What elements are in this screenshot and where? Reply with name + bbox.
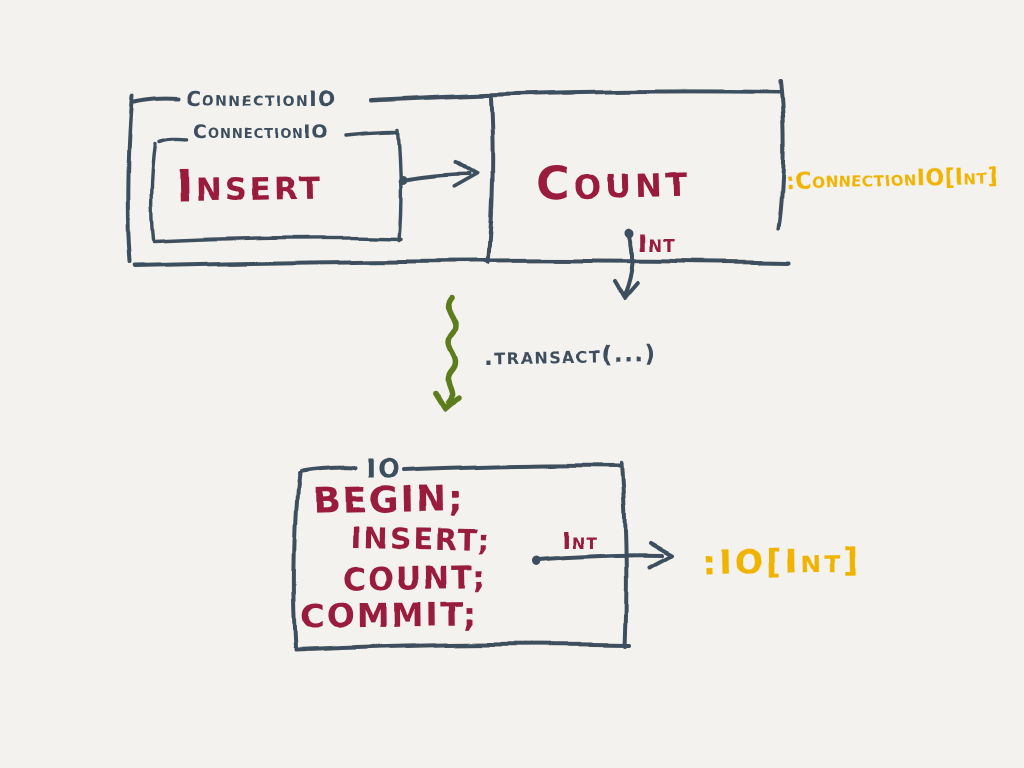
- count-text: Count: [535, 153, 692, 211]
- top-outer-box-bottom-edge: [133, 258, 791, 268]
- diagram-labels: ConnectionIO ConnectionIO Insert Count I…: [176, 87, 999, 636]
- io-int-arrow-head: [648, 542, 674, 570]
- int-label-bottom: Int: [562, 529, 598, 555]
- top-outer-box-left-edge: [125, 94, 134, 264]
- transact-squiggle-head: [433, 390, 462, 412]
- statement-commit: COMMIT;: [300, 595, 478, 636]
- insert-to-count-arrow: [398, 159, 480, 189]
- bottom-io-box-right-edge: [620, 461, 629, 648]
- io-box-label: IO: [366, 454, 402, 484]
- transact-squiggle-line: [445, 295, 459, 405]
- statement-begin: BEGIN;: [313, 479, 465, 523]
- top-outer-box: [125, 78, 791, 268]
- int-down-arrow-start-dot: [624, 228, 634, 238]
- transact-squiggle-arrow: [433, 295, 462, 412]
- insert-to-count-arrow-line: [403, 172, 472, 182]
- top-outer-box-right-edge: [776, 78, 786, 230]
- insert-to-count-arrow-head: [453, 159, 480, 189]
- int-label-top: Int: [638, 230, 676, 258]
- top-outer-box-top-left-segment: [132, 96, 180, 104]
- bottom-io-box-left-edge: [291, 472, 301, 649]
- io-int-type-annotation: :IO[Int]: [702, 541, 862, 584]
- int-down-arrow-head: [612, 279, 639, 300]
- statement-insert: INSERT;: [351, 521, 492, 557]
- int-down-arrow: [612, 228, 639, 300]
- top-outer-box-divider: [486, 96, 495, 265]
- top-inner-box-bottom-edge: [152, 236, 403, 244]
- insert-text: Insert: [176, 159, 324, 213]
- top-inner-box-top-right-segment: [344, 131, 399, 138]
- top-inner-box: [149, 129, 403, 244]
- io-int-arrow: [532, 542, 674, 570]
- top-outer-box-label: ConnectionIO: [186, 87, 337, 111]
- ink-strokes: [125, 78, 791, 652]
- bottom-io-box-top-right-segment: [402, 463, 623, 472]
- bottom-io-box-bottom-edge: [295, 642, 631, 652]
- top-inner-box-label: ConnectionIO: [193, 121, 329, 143]
- top-outer-box-top-right-segment: [370, 89, 781, 102]
- transact-label: .transact(...): [484, 341, 657, 370]
- top-inner-box-top-left-segment: [157, 136, 189, 143]
- bottom-io-box-top-left-segment: [299, 466, 358, 474]
- bottom-io-box: [291, 461, 631, 652]
- io-int-arrow-line: [537, 553, 664, 562]
- int-down-arrow-line: [623, 234, 635, 295]
- top-inner-box-left-edge: [149, 141, 157, 242]
- top-inner-box-right-edge: [396, 129, 403, 242]
- statement-count: COUNT;: [343, 560, 488, 599]
- connectionio-int-type-annotation: :ConnectionIO[Int]: [786, 164, 999, 195]
